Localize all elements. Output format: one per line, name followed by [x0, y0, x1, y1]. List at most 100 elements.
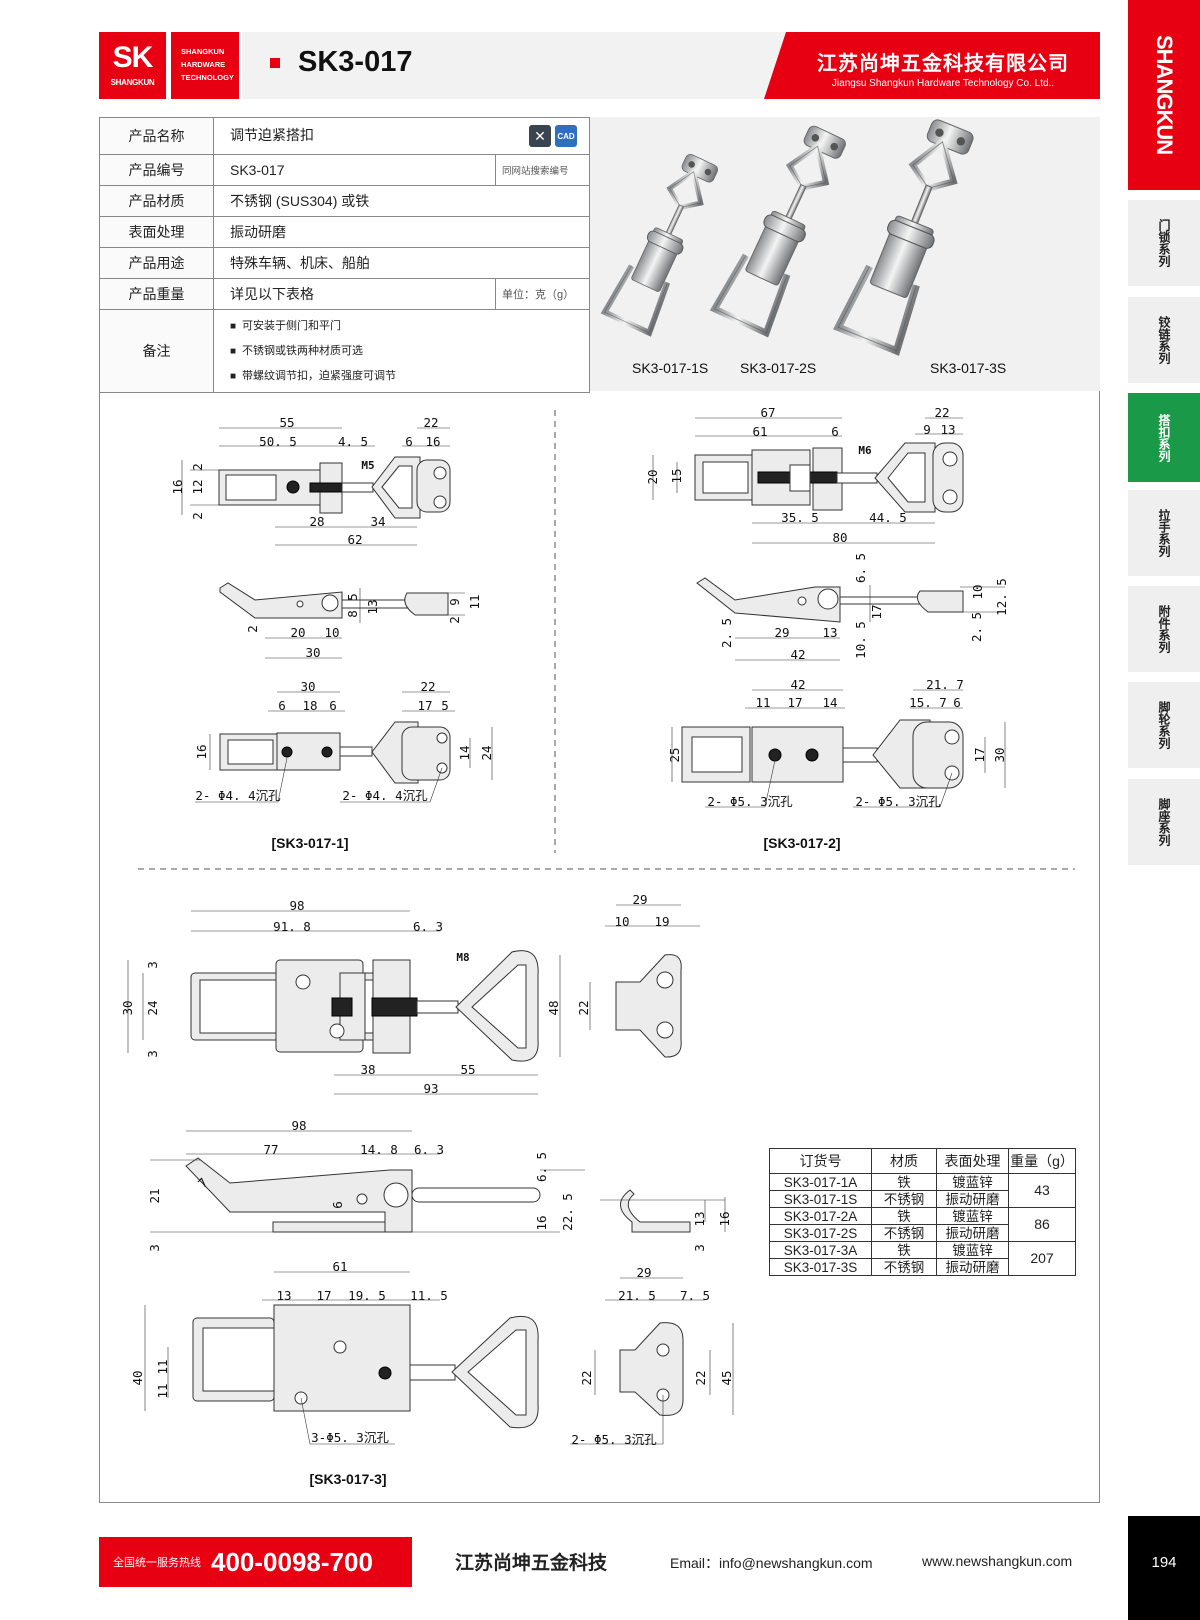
dimension-label: 13 [822, 625, 837, 640]
dimension-label: 45 [719, 1370, 734, 1385]
label: 产品用途 [99, 247, 214, 279]
dimension-label: 6. 5 [853, 553, 868, 583]
remarks: 可安装于侧门和平门 不锈钢或铁两种材质可选 带螺纹调节扣，迫紧强度可调节 [213, 309, 590, 393]
logo-line: HARDWARE [181, 60, 226, 69]
order-code: SK3-017-2S [769, 1224, 872, 1242]
hole-note: 2- Φ5. 3沉孔 [707, 794, 793, 809]
drawing-3-title: [SK3-017-3] [309, 1471, 386, 1487]
dimension-label: 14. 8 [360, 1142, 398, 1157]
dimension-label: 98 [289, 898, 304, 913]
dimension-label: 22. 5 [560, 1193, 575, 1231]
hotline-number[interactable]: 400-0098-700 [211, 1546, 373, 1577]
drawing-2-side-view [696, 577, 1005, 661]
logo-line: SHANGKUN [181, 47, 225, 56]
dimension-label: 8 [345, 610, 360, 618]
dimension-label: 15 [669, 468, 684, 483]
dimension-label: 48 [546, 1000, 561, 1015]
label: 产品名称 [99, 117, 214, 155]
dimension-label: 16 [194, 744, 209, 759]
finish: 振动研磨 [936, 1258, 1009, 1276]
dimension-label: 98 [291, 1118, 306, 1133]
dimension-label: 24 [479, 745, 494, 760]
dimension-label: 25 [667, 747, 682, 762]
hole-note: 2- Φ4. 4沉孔 [195, 788, 281, 803]
dimension-label: 62 [347, 532, 362, 547]
material: 不锈钢 (SUS304) 或铁 [213, 185, 590, 217]
dimension-label: 29 [774, 625, 789, 640]
logo-sub: SHANGKUN [110, 78, 155, 87]
material: 不锈钢 [871, 1258, 937, 1276]
dimension-label: 4. 5 [338, 434, 368, 449]
photo-caption: SK3-017-3S [930, 360, 1007, 376]
dimension-label: 6 [278, 698, 286, 713]
order-code: SK3-017-3A [769, 1241, 872, 1259]
dimension-label: 80 [832, 530, 847, 545]
value: 调节迫紧搭扣 [230, 127, 314, 143]
sidebar-item-handles[interactable]: 拉手系列 [1128, 490, 1200, 576]
dimension-label: 11 [755, 695, 770, 710]
sidebar-item-accessories[interactable]: 附件系列 [1128, 586, 1200, 672]
sidebar-item-latches[interactable]: 搭扣系列 [1128, 393, 1200, 482]
dimension-label: 6 [329, 698, 337, 713]
dimension-label: 2 [190, 463, 205, 471]
drawing-3-side-view [150, 1130, 726, 1233]
weight: 207 [1008, 1241, 1076, 1276]
dimension-label: 12. 5 [994, 578, 1009, 616]
dimension-label: 42 [790, 647, 805, 662]
dimension-label: 17 [417, 698, 432, 713]
dimension-label: 13 [692, 1211, 707, 1226]
material: 不锈钢 [871, 1224, 937, 1242]
search-note: 同网站搜索编号 [495, 154, 590, 186]
hotline-banner: 全国统一服务热线 400-0098-700 [99, 1537, 412, 1587]
thread-label: M5 [361, 459, 374, 472]
dimension-label: 3 [145, 961, 160, 969]
dimension-label: 13 [940, 422, 955, 437]
column-header: 订货号 [769, 1148, 872, 1174]
material: 铁 [871, 1173, 937, 1191]
dimension-label: 22 [423, 415, 438, 430]
cad-icon[interactable]: CAD [555, 125, 577, 147]
dimension-label: 7. 5 [680, 1288, 710, 1303]
dimension-label: 2. 5 [719, 618, 734, 648]
sidebar-item-feet[interactable]: 脚座系列 [1128, 779, 1200, 865]
dimension-label: 6 [831, 424, 839, 439]
weight: 详见以下表格 [213, 278, 496, 310]
drawing-1-title: [SK3-017-1] [271, 835, 348, 851]
model-number: SK3-017 [298, 46, 413, 78]
finish: 振动研磨 [936, 1224, 1009, 1242]
dimension-label: 17 [787, 695, 802, 710]
dimension-label: 22 [693, 1370, 708, 1385]
dimension-label: 34 [370, 514, 385, 529]
table-header: 订货号 材质 表面处理 重量（g） [769, 1148, 1076, 1174]
weight: 43 [1008, 1173, 1076, 1208]
dimension-label: 22 [579, 1370, 594, 1385]
dimension-label: 21. 5 [618, 1288, 656, 1303]
hole-note: 2- Φ5. 3沉孔 [571, 1432, 657, 1447]
company-banner: 江苏尚坤五金科技有限公司 Jiangsu Shangkun Hardware T… [764, 32, 1100, 99]
dimension-label: 20 [290, 625, 305, 640]
photo-caption: SK3-017-2S [740, 360, 817, 376]
sidebar-item-hinges[interactable]: 铰链系列 [1128, 297, 1200, 383]
dimension-label: 12 [190, 479, 205, 494]
label: 产品编号 [99, 154, 214, 186]
dimension-label: 30 [120, 1000, 135, 1015]
order-code: SK3-017-1S [769, 1190, 872, 1208]
dimension-label: 91. 8 [273, 919, 311, 934]
footer-website[interactable]: www.newshangkun.com [922, 1553, 1073, 1569]
dimension-label: 93 [423, 1081, 438, 1096]
dimension-label: 61 [752, 424, 767, 439]
sidebar-item-door-locks[interactable]: 门锁系列 [1128, 200, 1200, 286]
order-code: SK3-017-1A [769, 1173, 872, 1191]
3d-model-icon[interactable]: ✕ [529, 125, 551, 147]
remark-item: 带螺纹调节扣，迫紧强度可调节 [230, 364, 589, 389]
footer-email[interactable]: Email：info@newshangkun.com [670, 1555, 873, 1571]
dimension-label: 22 [420, 679, 435, 694]
sidebar-item-casters[interactable]: 脚轮系列 [1128, 682, 1200, 768]
dimension-label: 9 [923, 422, 931, 437]
dimension-label: 35. 5 [781, 510, 819, 525]
hole-note: 3-Φ5. 3沉孔 [311, 1430, 389, 1445]
